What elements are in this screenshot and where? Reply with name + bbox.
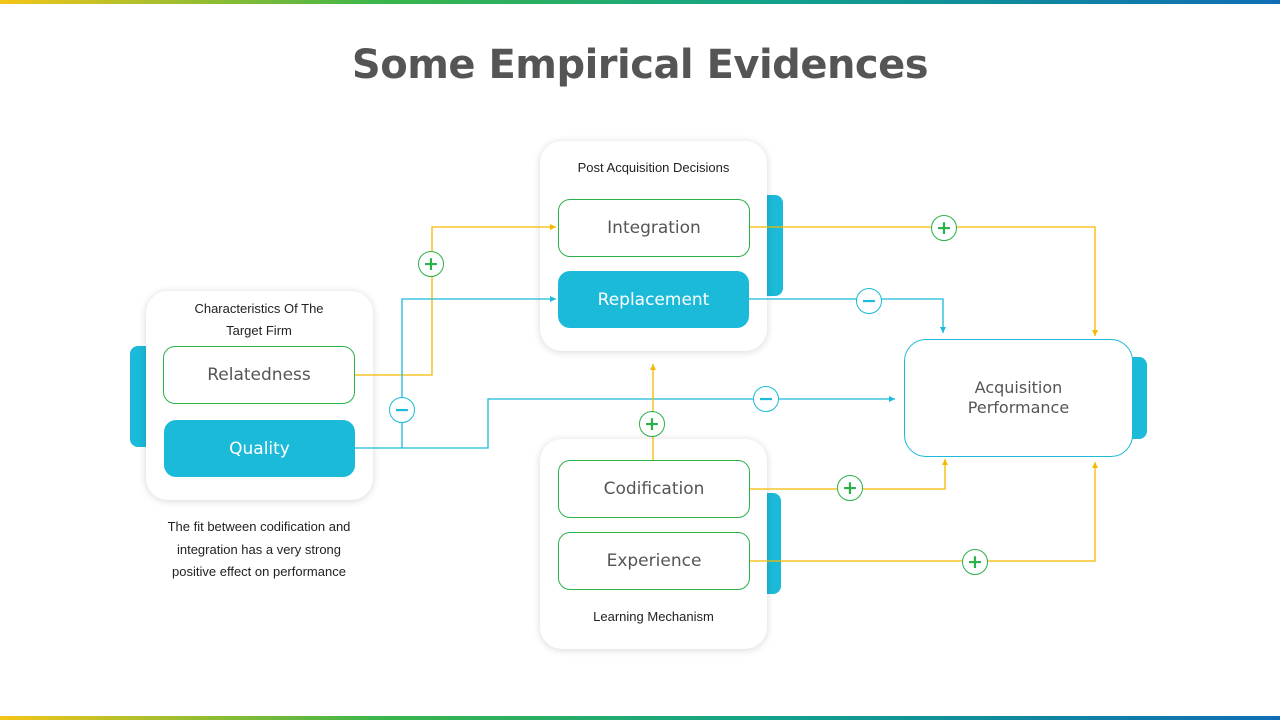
connector-quality-replacement (355, 296, 556, 449)
codification-box: Codification (558, 460, 750, 518)
connector-quality-performance (402, 396, 895, 449)
relatedness-box: Relatedness (163, 346, 355, 404)
acquisition-performance-label: Acquisition Performance (967, 378, 1070, 417)
bottom-gradient-bar (0, 716, 1280, 720)
plus-icon: + (418, 251, 444, 277)
plus-icon: + (931, 215, 957, 241)
acquisition-performance-box: Acquisition Performance (904, 339, 1133, 457)
quality-box: Quality (164, 420, 355, 477)
replacement-box: Replacement (558, 271, 749, 328)
learning-title: Learning Mechanism (593, 609, 714, 624)
top-gradient-bar (0, 0, 1280, 4)
minus-icon: − (856, 288, 882, 314)
plus-icon: + (837, 475, 863, 501)
integration-box: Integration (558, 199, 750, 257)
connector-integration-performance (750, 226, 1098, 336)
connector-codification-performance (750, 459, 948, 490)
target-firm-title: Characteristics Of The Target Firm (194, 301, 324, 338)
plus-icon: + (639, 411, 665, 437)
connector-replacement-performance (749, 298, 946, 333)
plus-icon: + (962, 549, 988, 575)
slide-title: Some Empirical Evidences (351, 42, 929, 88)
experience-box: Experience (558, 532, 750, 590)
post-acquisition-title: Post Acquisition Decisions (577, 160, 730, 175)
minus-icon: − (753, 386, 779, 412)
connector-experience-performance (750, 462, 1098, 562)
minus-icon: − (389, 397, 415, 423)
connector-relatedness-integration (355, 224, 556, 376)
fit-note: The fit between codification and integra… (167, 519, 351, 579)
